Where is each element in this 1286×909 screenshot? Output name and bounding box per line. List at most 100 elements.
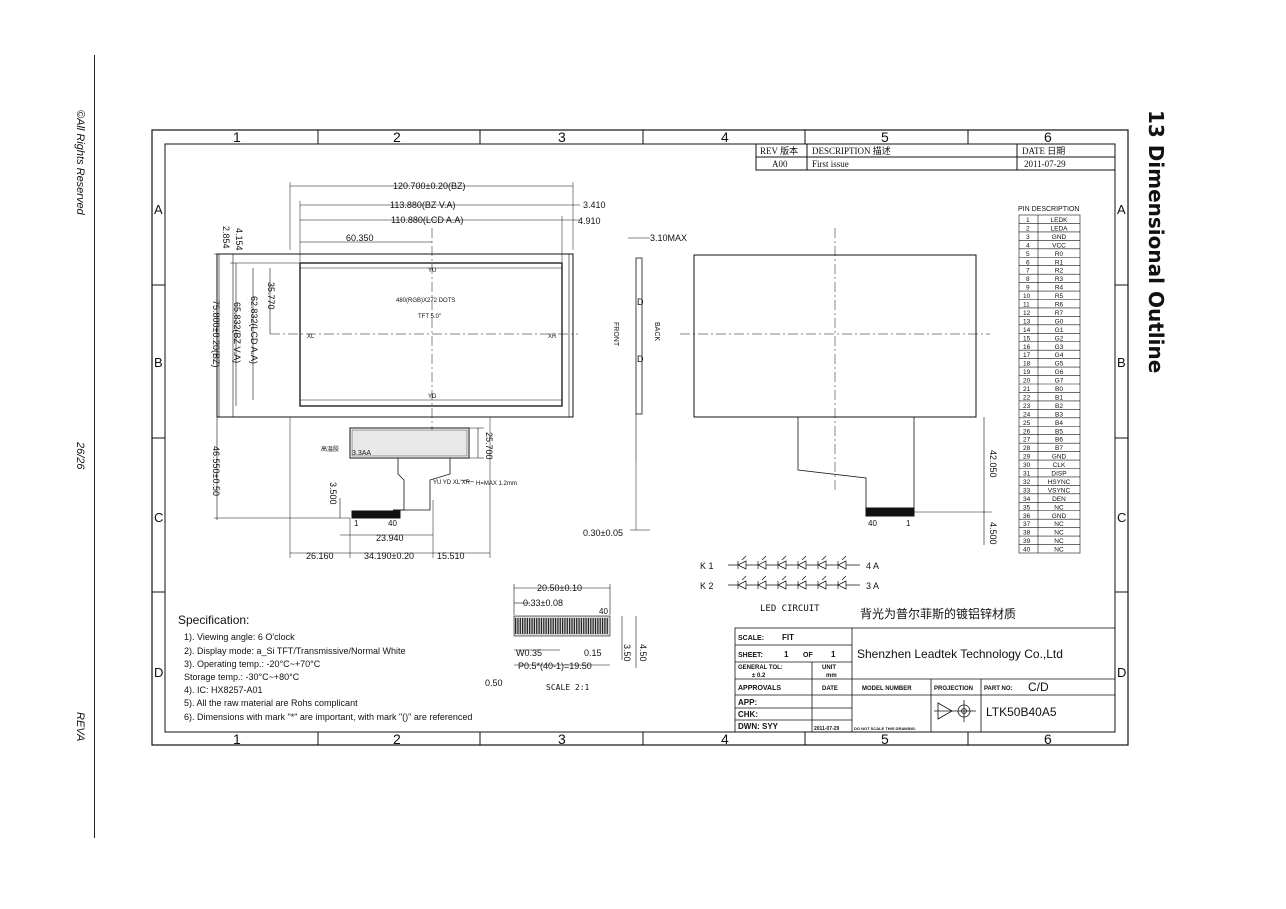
pin-number: 12 <box>1023 310 1031 317</box>
pin-number: 9 <box>1026 285 1030 292</box>
led-circuit <box>728 555 860 590</box>
col-label: 1 <box>233 129 241 145</box>
resolution-label: 480(RGB)X272 DOTS <box>396 298 455 304</box>
fpc-finger <box>526 618 528 634</box>
dim-v2: 62.832(LCD A.A) <box>249 296 259 364</box>
led-emission <box>781 555 787 561</box>
unit-value: mm <box>826 673 837 679</box>
backlight-note: 背光为普尔菲斯的镀铝锌材质 <box>860 606 1016 621</box>
dim-right-2: 4.910 <box>578 216 601 226</box>
row-label: D <box>1117 665 1126 680</box>
approvals-label: APPROVALS <box>738 685 781 692</box>
fpc-finger <box>569 618 571 634</box>
pin-signal: R1 <box>1055 259 1064 266</box>
dim-v1: 35.770 <box>266 282 276 310</box>
dim-left-1: 4.154 <box>234 228 244 251</box>
fpc-finger <box>538 618 540 634</box>
led-diode <box>797 560 807 570</box>
led-emission <box>741 555 747 561</box>
fpc-finger <box>545 618 547 634</box>
led-emission <box>801 555 807 561</box>
led-diode <box>797 580 807 590</box>
pin-number: 2 <box>1026 225 1030 232</box>
fpc-finger <box>585 618 587 634</box>
fpc-finger <box>547 618 550 634</box>
app-label: APP: <box>738 698 757 707</box>
fpc-finger <box>564 618 566 634</box>
dim-42: 42.050 <box>988 450 998 478</box>
rev-value: A00 <box>772 159 788 169</box>
touch-xl-label: XL <box>307 334 315 340</box>
row-label: A <box>154 202 163 217</box>
row-labels: A B C D A B C D <box>154 202 1126 680</box>
dim-right-1: 3.410 <box>583 200 606 210</box>
pin-number: 5 <box>1026 251 1030 258</box>
pin-signal: R4 <box>1055 285 1064 292</box>
col-label: 3 <box>558 129 566 145</box>
touch-yd-label: YD <box>428 394 437 400</box>
pin-number: 20 <box>1023 378 1031 385</box>
pin-signal: GND <box>1052 454 1067 461</box>
pin-signal: G7 <box>1055 378 1064 385</box>
part-value: C/D <box>1028 680 1049 694</box>
pin-number: 31 <box>1023 471 1031 478</box>
fpc-dim-033: 0.33±0.08 <box>523 598 563 608</box>
specification: Specification: 1). Viewing angle: 6 O'cl… <box>178 613 472 722</box>
back-label: BACK <box>653 322 660 341</box>
pin-signal: R6 <box>1055 302 1064 309</box>
pin-number: 1 <box>1026 217 1030 224</box>
led-diode <box>737 580 747 590</box>
fpc-touch-label: YU YD XL XR <box>433 480 471 486</box>
fpc-dim-20: 20.50±0.10 <box>537 583 582 593</box>
pin-number: 29 <box>1023 454 1031 461</box>
pin-number: 37 <box>1023 521 1031 528</box>
pin-number: 15 <box>1023 335 1031 342</box>
pin-number: 23 <box>1023 403 1031 410</box>
led-diode <box>817 580 827 590</box>
fpc-pin-40: 40 <box>388 519 397 528</box>
led-emission <box>821 575 827 581</box>
col-label: 3 <box>558 731 566 747</box>
fpc-finger <box>557 618 559 634</box>
fpc-finger <box>533 618 535 634</box>
spec-line: 3). Operating temp.: -20°C~+70°C <box>184 659 321 669</box>
touch-xr-label: XR <box>548 334 557 340</box>
pin-number: 30 <box>1023 462 1031 469</box>
led-emission <box>841 555 847 561</box>
pin-signal: GND <box>1052 234 1067 241</box>
front-label: FRONT <box>612 322 619 347</box>
pin-signal: B1 <box>1055 394 1063 401</box>
row-label: C <box>154 510 163 525</box>
pin-signal: LEDA <box>1051 225 1069 232</box>
pin-number: 26 <box>1023 428 1031 435</box>
spec-line: 1). Viewing angle: 6 O'clock <box>184 632 295 642</box>
fpc-label-cn: 高温胶 <box>321 445 339 453</box>
title-block <box>734 627 1116 733</box>
led-diode <box>777 560 787 570</box>
col-label: 2 <box>393 129 401 145</box>
pin-number: 32 <box>1023 479 1031 486</box>
pin-signal: G3 <box>1055 344 1064 351</box>
pin-number: 17 <box>1023 352 1031 359</box>
pin-signal: DEN <box>1052 496 1066 503</box>
pin-signal: HSYNC <box>1048 479 1071 486</box>
fpc-finger <box>606 618 608 634</box>
led-emission <box>761 575 767 581</box>
pin-signal: CLK <box>1053 462 1066 469</box>
date-header: DATE 日期 <box>1022 146 1065 156</box>
fpc-finger <box>519 618 521 634</box>
dwn-date: 2011-07-29 <box>814 726 840 732</box>
pin-signal: G6 <box>1055 369 1064 376</box>
fpc-finger <box>599 618 601 634</box>
pin-signal: R7 <box>1055 310 1064 317</box>
d-label: D <box>637 354 644 364</box>
revision-table: REV 版本 DESCRIPTION 描述 DATE 日期 A00 First … <box>755 143 1116 171</box>
zone-ticks <box>152 130 1128 745</box>
pin-signal: VSYNC <box>1048 487 1071 494</box>
pin-number: 35 <box>1023 504 1031 511</box>
dim-left-2: 2.854 <box>221 226 231 249</box>
fpc-dim-w: W0.35 <box>516 648 542 658</box>
fpc-dim-450: 4.50 <box>638 644 648 662</box>
